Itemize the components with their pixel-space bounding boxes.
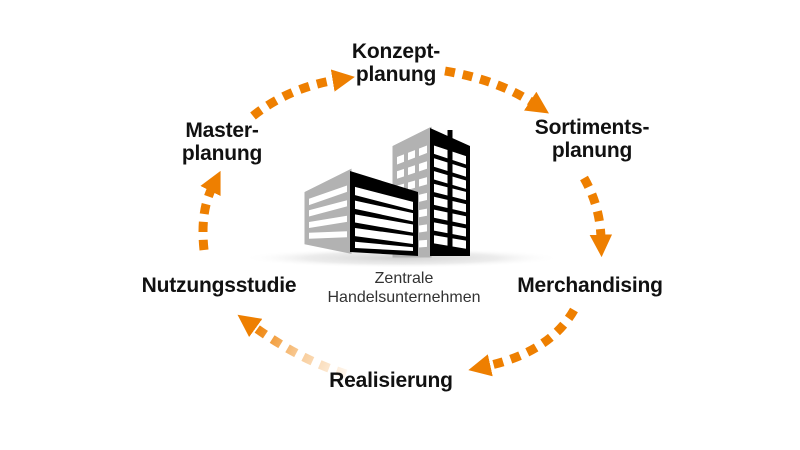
building-shadow — [242, 248, 562, 268]
center-label-line1: Zentrale — [374, 270, 434, 287]
arrow-konzeptplanung-to-sortimentsplanung — [444, 66, 549, 114]
arrow-sortimentsplanung-to-merchandising — [580, 175, 613, 258]
stage-label-merchandising: Merchandising — [517, 274, 663, 297]
stage-label-nutzungsstudie: Nutzungsstudie — [142, 274, 297, 297]
stage-label-line: planung — [181, 142, 263, 165]
stage-label-line: planung — [551, 139, 633, 162]
stage-label-line: Merchandising — [517, 274, 663, 297]
cycle-arrows — [198, 66, 613, 379]
arrow-merchandising-to-realisierung — [468, 307, 578, 377]
stage-label-realisierung: Realisierung — [329, 369, 453, 392]
arrow-realisierung-to-nutzungsstudie-faded — [237, 314, 348, 379]
arrow-nutzungsstudie-to-masterplanung — [198, 170, 221, 251]
arrow-masterplanung-to-konzeptplanung — [250, 69, 355, 120]
center-label-line2: Handelsunternehmen — [327, 289, 481, 306]
short-building — [304, 168, 418, 256]
stage-label-line: Nutzungsstudie — [141, 274, 297, 297]
short-building-side-stripes — [309, 184, 347, 239]
stage-label-line: planung — [355, 63, 437, 86]
stage-label-konzeptplanung: Konzept- planung — [352, 40, 440, 86]
stage-label-line: Konzept- — [351, 40, 441, 63]
stage-label-line: Realisierung — [329, 369, 453, 392]
stage-label-line: Sortiments- — [534, 116, 650, 139]
stage-label-masterplanung: Master- planung — [182, 119, 262, 165]
center-label: Zentrale Handelsunternehmen — [328, 269, 481, 307]
stage-label-line: Master- — [185, 119, 259, 142]
stage-label-sortimentsplanung: Sortiments- planung — [534, 116, 650, 162]
headquarters-building-icon — [242, 126, 562, 268]
